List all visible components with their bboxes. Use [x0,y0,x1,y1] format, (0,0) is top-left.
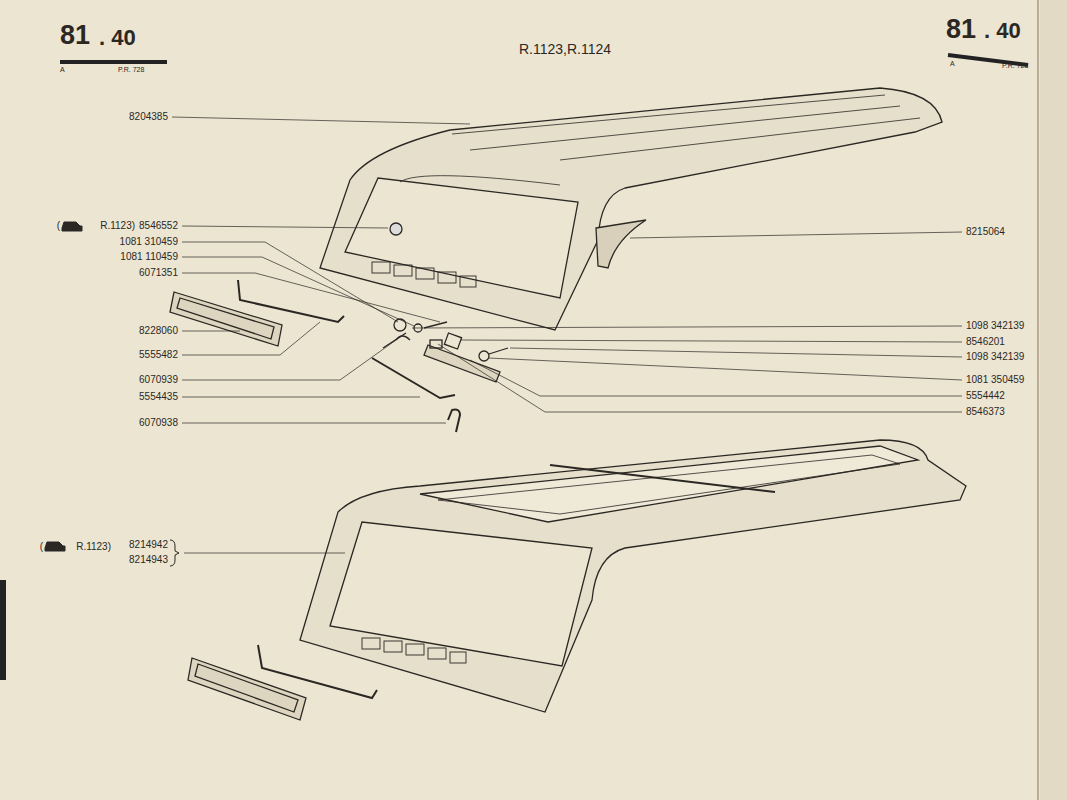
part-number: 1098 342139 [966,352,1024,362]
edition-code: A [950,60,955,67]
part-number: 5554435 [139,392,178,402]
model-title: R.1123,R.1124 [519,42,611,56]
variant-code: R.1123) [100,221,135,231]
part-number: 6070939 [139,375,178,385]
part-number: 8546201 [966,337,1005,347]
part-number: 1081 310459 [120,237,178,247]
part-number: 1098 342139 [966,321,1024,331]
part-number: 1081 110459 [120,252,178,262]
part-number: 6071351 [139,268,178,278]
plate-ref: P.R. 728 [118,66,144,73]
part-number: 1081 350459 [966,375,1024,385]
variant-code: R.1123) [76,542,111,552]
page-number: . 40 [984,20,1021,42]
edition-code: A [60,66,65,73]
page-number: 81 [60,22,90,49]
page-number: . 40 [99,27,136,49]
part-number: 8215064 [966,227,1005,237]
part-number: 5555482 [139,350,178,360]
part-number: 5554442 [966,391,1005,401]
part-number: 8546373 [966,407,1005,417]
variant-bracket: ( [57,221,60,231]
variant-bracket: ( [40,542,43,552]
part-number: 8204385 [129,112,168,122]
part-number: 8228060 [139,326,178,336]
part-number: 8546552 [139,221,178,231]
page-number: 81 [946,16,976,43]
part-number: 8214943 [129,555,168,565]
part-number: 6070938 [139,418,178,428]
part-number: 8214942 [129,540,168,550]
plate-ref: P.R. 728 [1002,62,1028,69]
